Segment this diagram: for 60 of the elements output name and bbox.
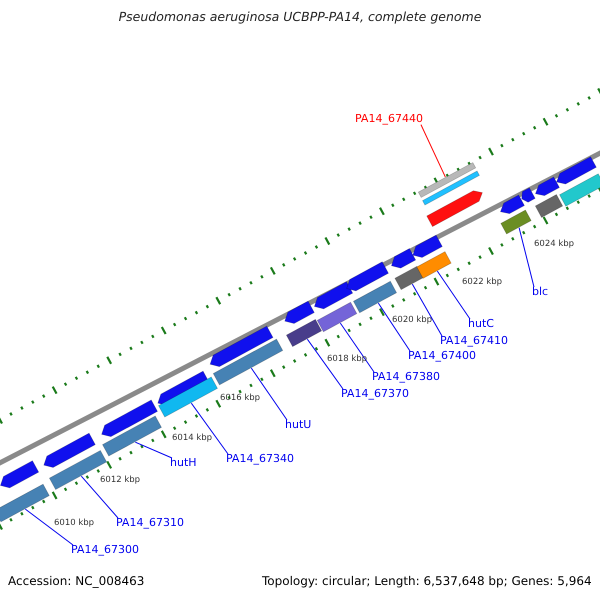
gene-block: [316, 302, 358, 332]
scale-label: 6020 kbp: [392, 316, 432, 326]
scale-label: 6016 kbp: [220, 394, 260, 404]
gene-label: PA14_67370: [341, 388, 409, 401]
gene-label: blc: [532, 286, 548, 299]
gene-label: PA14_67400: [408, 350, 476, 363]
leader-line: [420, 124, 446, 178]
leader-line: [412, 284, 442, 336]
gene-feature: [43, 432, 96, 468]
scale-label: 6012 kbp: [100, 476, 140, 486]
gene-block: [559, 173, 600, 207]
gene-label: PA14_67300: [71, 544, 139, 557]
gene-feature: [500, 194, 525, 214]
scale-label: 6014 kbp: [172, 434, 212, 444]
gene-feature: [521, 187, 536, 203]
gene-feature: [284, 300, 315, 324]
gene-block: [422, 170, 480, 206]
leader-line: [80, 476, 118, 518]
gene-block: [352, 280, 398, 314]
gene-feature: [210, 326, 274, 367]
gene-block: [394, 266, 424, 290]
leader-line: [24, 508, 74, 546]
gene-block: [416, 251, 452, 279]
gene-feature: [534, 176, 560, 196]
scale-label: 6024 kbp: [534, 240, 574, 250]
gene-feature: [101, 400, 158, 438]
gene-feature: [412, 234, 443, 258]
leader-line: [250, 368, 288, 420]
gene-label: hutU: [285, 419, 312, 432]
gene-block: [534, 194, 564, 218]
gene-block: [286, 318, 322, 348]
gene-feature: [391, 248, 416, 268]
gene-label: PA14_67410: [440, 335, 508, 348]
gene-feature: [426, 190, 483, 228]
scale-label: 6010 kbp: [54, 519, 94, 529]
footer-text: Accession: NC_008463: [8, 575, 144, 589]
diagram-title: Pseudomonas aeruginosa UCBPP-PA14, complete genome: [118, 10, 482, 24]
gene-label: PA14_67440: [355, 113, 423, 126]
leader-line: [518, 227, 534, 288]
gene-feature: [556, 156, 597, 184]
gene-block: [500, 210, 532, 234]
leader-line: [436, 270, 470, 320]
gene-feature: [0, 460, 40, 488]
gene-block: [418, 162, 476, 198]
leader-line: [190, 402, 228, 454]
gene-feature: [346, 261, 389, 292]
leader-line: [306, 338, 344, 390]
gene-block: [212, 338, 284, 386]
gene-label: PA14_67340: [226, 453, 294, 466]
gene-block: [0, 484, 50, 522]
gene-block: [102, 416, 162, 456]
gene-label: hutC: [468, 318, 494, 331]
leader-line: [340, 322, 374, 372]
gene-feature: [314, 281, 354, 310]
gene-block: [158, 376, 218, 418]
footer-text: Topology: circular; Length: 6,537,648 bp; Genes: 5,964: [262, 575, 592, 589]
gene-label: PA14_67310: [116, 517, 184, 530]
gene-label: PA14_67380: [372, 371, 440, 384]
scale-label: 6022 kbp: [462, 278, 502, 288]
gene-label: hutH: [170, 457, 197, 470]
